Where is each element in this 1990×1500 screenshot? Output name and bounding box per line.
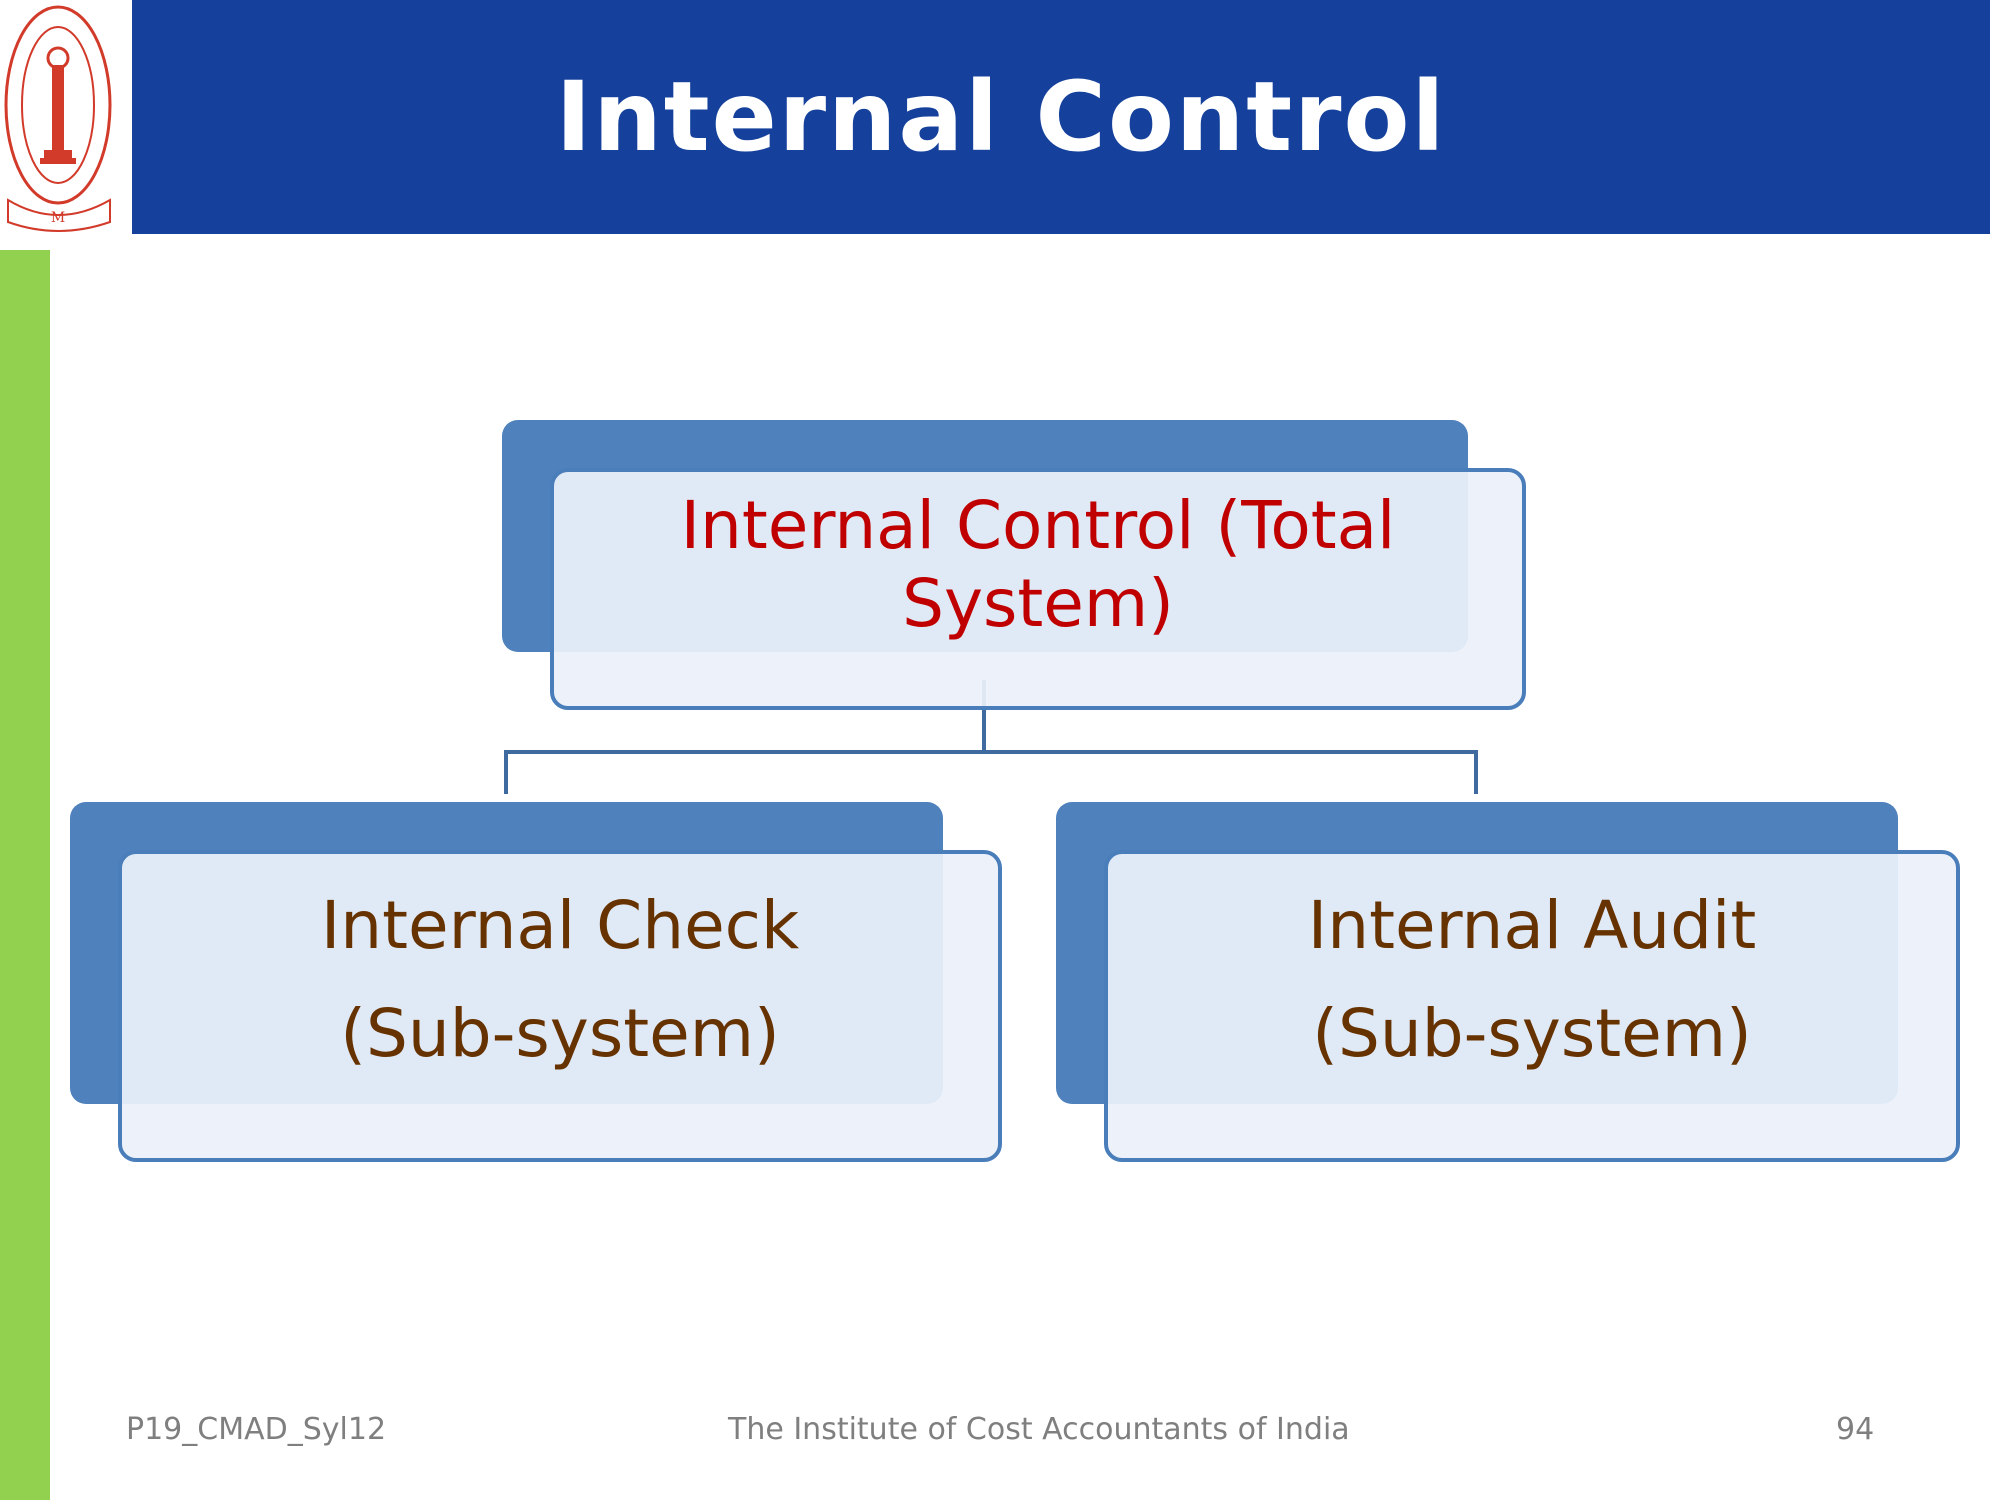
child-line-2: (Sub-system) — [340, 995, 780, 1072]
child-line-2: (Sub-system) — [1312, 995, 1752, 1072]
child-node-label: Internal Audit (Sub-system) — [1104, 850, 1960, 1110]
footer-institute: The Institute of Cost Accountants of Ind… — [728, 1412, 1350, 1447]
root-node-label: Internal Control (Total System) — [550, 468, 1526, 662]
child-node-internal-check: Internal Check (Sub-system) — [70, 802, 1002, 1162]
footer-page-number: 94 — [1836, 1412, 1875, 1447]
accent-bar — [0, 250, 50, 1500]
child-line-1: Internal Audit — [1307, 887, 1757, 964]
root-line-1: Internal Control (Total — [680, 487, 1396, 564]
institute-logo: M — [0, 0, 118, 234]
title-bar: Internal Control — [132, 0, 1990, 234]
page-title: Internal Control — [555, 61, 1447, 173]
child-node-label: Internal Check (Sub-system) — [118, 850, 1002, 1110]
root-line-2: System) — [902, 565, 1174, 642]
child-node-internal-audit: Internal Audit (Sub-system) — [1056, 802, 1960, 1162]
child-node-front — [1104, 850, 1960, 1162]
svg-text:M: M — [51, 210, 65, 226]
child-line-1: Internal Check — [320, 887, 800, 964]
child-node-front — [118, 850, 1002, 1162]
institute-seal-icon: M — [4, 5, 112, 232]
footer-code: P19_CMAD_Syl12 — [126, 1412, 387, 1447]
root-node: Internal Control (Total System) — [502, 420, 1526, 710]
root-node-front — [550, 468, 1526, 710]
